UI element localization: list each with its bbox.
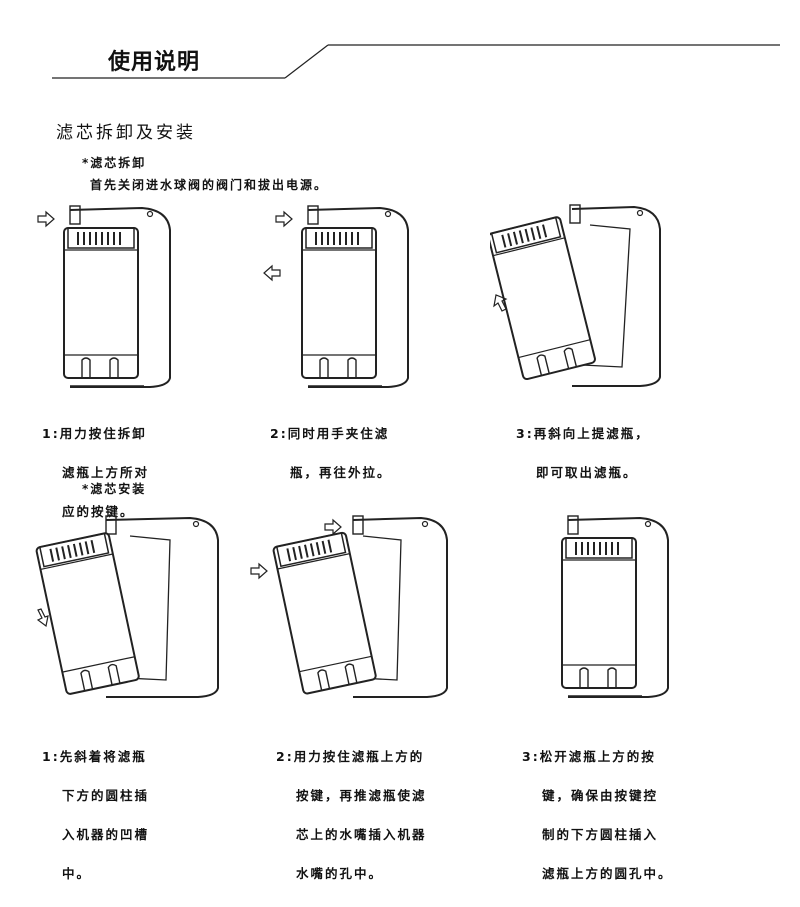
manual-page: 使用说明 滤芯拆卸及安装 *滤芯拆卸 首先关闭进水球阀的阀门和拔出电源。 — [30, 44, 780, 880]
header-rule — [52, 44, 780, 79]
caption-line: 瓶，再往外拉。 — [290, 465, 392, 480]
install-step-1-caption: 1:先斜着将滤瓶 下方的圆柱插 入机器的凹槽 中。 — [42, 724, 149, 906]
caption-line: 按键，再推滤瓶使滤 — [296, 788, 427, 803]
caption-line: 制的下方圆柱插入 — [542, 827, 659, 842]
install-step-3-caption: 3:松开滤瓶上方的按 键，确保由按键控 制的下方圆柱插入 滤瓶上方的圆孔中。 — [522, 724, 673, 906]
step-number: 1: — [42, 426, 60, 441]
step-number: 3: — [516, 426, 534, 441]
caption-line: 再斜向上提滤瓶， — [533, 426, 650, 441]
removal-figure-1 — [30, 200, 180, 390]
removal-step-3-caption: 3:再斜向上提滤瓶， 即可取出滤瓶。 — [516, 401, 650, 505]
removal-figure-2 — [256, 200, 416, 390]
caption-line: 滤瓶上方所对 — [62, 465, 150, 480]
caption-line: 松开滤瓶上方的按 — [539, 749, 656, 764]
caption-line: 先斜着将滤瓶 — [59, 749, 147, 764]
caption-line: 芯上的水嘴插入机器 — [296, 827, 427, 842]
caption-line: 即可取出滤瓶。 — [536, 465, 638, 480]
install-figure-2 — [245, 510, 455, 700]
step-number: 2: — [276, 749, 294, 764]
caption-line: 滤瓶上方的圆孔中。 — [542, 866, 673, 881]
step-number: 1: — [42, 749, 60, 764]
install-figure-1 — [30, 510, 230, 700]
removal-step-1-caption: 1:用力按住拆卸 滤瓶上方所对 应的按键。 — [42, 401, 149, 544]
removal-step-2-caption: 2:同时用手夹住滤 瓶，再往外拉。 — [270, 401, 392, 505]
section-title: 滤芯拆卸及安装 — [56, 123, 196, 143]
step-number: 2: — [270, 426, 288, 441]
caption-line: 中。 — [62, 866, 92, 881]
caption-line: 用力按住滤瓶上方的 — [293, 749, 425, 764]
step-number: 3: — [522, 749, 540, 764]
caption-line: 入机器的凹槽 — [62, 827, 150, 842]
install-subtitle: *滤芯安装 — [82, 482, 147, 496]
install-figure-3 — [548, 510, 678, 700]
caption-line: 同时用手夹住滤 — [287, 426, 390, 441]
removal-subtitle: *滤芯拆卸 — [82, 156, 147, 170]
caption-line: 键，确保由按键控 — [542, 788, 659, 803]
removal-figure-3 — [490, 195, 670, 390]
removal-intro: 首先关闭进水球阀的阀门和拔出电源。 — [90, 178, 329, 192]
caption-line: 用力按住拆卸 — [59, 426, 147, 441]
caption-line: 应的按键。 — [62, 504, 135, 519]
caption-line: 下方的圆柱插 — [62, 788, 150, 803]
page-title: 使用说明 — [108, 50, 201, 75]
install-step-2-caption: 2:用力按住滤瓶上方的 按键，再推滤瓶使滤 芯上的水嘴插入机器 水嘴的孔中。 — [276, 724, 427, 906]
caption-line: 水嘴的孔中。 — [296, 866, 384, 881]
